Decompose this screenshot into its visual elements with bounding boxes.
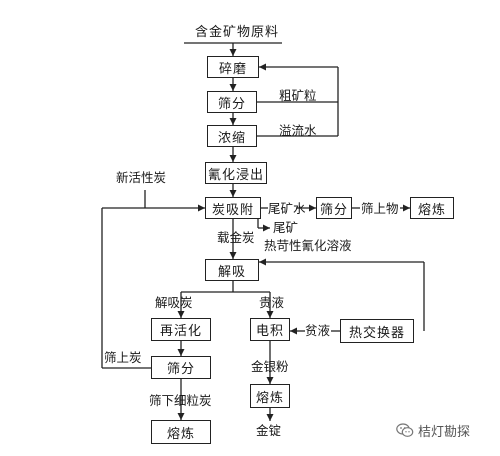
desorbed-carbon-label: 解吸炭	[155, 295, 193, 310]
screen-oversize-carbon-label: 筛上炭	[104, 350, 142, 365]
watermark: 桔灯勘探	[396, 421, 470, 440]
tailings-water-label: 尾矿水	[268, 201, 306, 216]
desorb-box: 解吸	[205, 259, 259, 281]
screen-box-1: 筛分	[207, 91, 257, 113]
cyanide-leach-box: 氰化浸出	[205, 162, 267, 184]
gold-silver-powder-label: 金银粉	[251, 359, 289, 374]
smelt-box-2: 熔炼	[250, 384, 290, 408]
raw-material-title: 含金矿物原料	[195, 25, 280, 40]
loaded-carbon-label: 载金炭	[217, 230, 255, 245]
screen-box-2: 筛分	[316, 197, 352, 219]
smelt-box-1: 熔炼	[410, 197, 454, 219]
hot-caustic-cyanide-label: 热苛性氰化溶液	[264, 238, 352, 253]
crush-box: 碎磨	[207, 56, 259, 78]
reactivate-box: 再活化	[151, 318, 211, 341]
gold-ingot-label: 金锭	[256, 423, 282, 438]
heat-exchanger-box: 热交换器	[340, 319, 414, 343]
thicken-box: 浓缩	[207, 125, 257, 147]
smelt-box-3: 熔炼	[151, 420, 211, 444]
new-active-carbon-label: 新活性炭	[116, 170, 167, 185]
coarse-ore-label: 粗矿粒	[279, 88, 317, 103]
wechat-icon	[396, 423, 414, 438]
screen-oversize-label: 筛上物	[361, 201, 399, 216]
barren-solution-label: 贫液	[305, 323, 331, 338]
electrowin-box: 电积	[250, 318, 290, 341]
overflow-water-label: 溢流水	[279, 123, 317, 138]
pregnant-solution-label: 贵液	[259, 295, 285, 310]
fine-carbon-undersize-label: 筛下细粒炭	[149, 393, 212, 408]
watermark-text: 桔灯勘探	[418, 425, 471, 440]
carbon-adsorption-box: 炭吸附	[205, 197, 261, 219]
tailings-label: 尾矿	[273, 220, 299, 235]
screen-box-3: 筛分	[151, 356, 211, 379]
